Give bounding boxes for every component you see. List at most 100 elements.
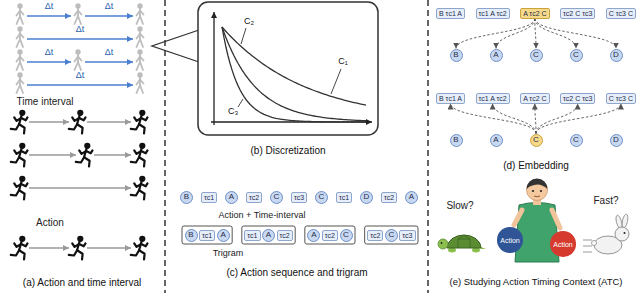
figure-limb	[131, 190, 139, 195]
figure-limb	[77, 124, 83, 133]
action-arrow	[87, 121, 131, 123]
node-text: A τc2 C	[523, 95, 546, 102]
running-figure	[76, 143, 93, 167]
delta-t-label: Δt	[76, 71, 85, 81]
figure-limb	[14, 183, 21, 186]
interval-box: C τc3 C	[606, 93, 636, 104]
figure-limb	[131, 250, 139, 255]
node-text: C	[573, 51, 579, 59]
node-text: C τc3 C	[609, 10, 633, 17]
figure-limb	[137, 16, 141, 24]
interval-box: τc2 C τc3	[560, 93, 595, 104]
node-text: τc1	[202, 232, 212, 239]
turtle-shell	[447, 235, 481, 248]
node-text: τc2 C τc3	[563, 95, 592, 102]
person-hair	[527, 179, 548, 190]
figure-limb	[140, 11, 144, 15]
action-circle: A	[405, 191, 418, 204]
node-text: τc1 A τc2	[479, 10, 507, 17]
embedding-connector	[496, 19, 535, 49]
figure-limb	[20, 80, 24, 84]
turtle-illustration	[438, 235, 486, 253]
action-arrow	[87, 247, 131, 249]
node-text: A	[493, 136, 498, 144]
curve-label: C₂	[244, 17, 254, 27]
action-circle: D	[610, 134, 623, 147]
curve-label: C₁	[338, 57, 348, 67]
figure-limb	[76, 157, 84, 162]
person-arm	[552, 210, 560, 228]
figure-limb	[139, 157, 145, 166]
interval-box: τc1	[336, 192, 352, 203]
figure-limb	[134, 183, 141, 186]
figure-limb	[134, 243, 141, 246]
running-figure	[131, 143, 148, 167]
action-circle: C	[385, 229, 398, 242]
node-text: C	[573, 136, 579, 144]
node-text: B	[453, 136, 458, 144]
figure-limb	[131, 124, 139, 129]
node-text: B	[453, 51, 458, 59]
row-label: Trigram	[213, 249, 244, 259]
rabbit-head	[615, 227, 629, 241]
figure-limb	[75, 62, 79, 70]
figure-limb	[140, 16, 143, 24]
node-text: D	[613, 51, 619, 59]
node-text: B	[188, 231, 193, 239]
action-arrow	[29, 154, 76, 156]
node-text: τc2	[384, 194, 394, 201]
person-eye	[532, 190, 534, 192]
running-figure	[11, 143, 28, 167]
speed-line	[583, 239, 592, 240]
node-text: τc2	[370, 232, 380, 239]
time-interval-arrow	[85, 61, 133, 63]
node-text: C	[319, 193, 325, 201]
action-circle: B	[450, 134, 463, 147]
action-circle: C	[570, 134, 583, 147]
running-figure	[131, 110, 148, 134]
action-arrow	[94, 154, 131, 156]
node-text: A τc2 C	[523, 10, 546, 17]
turtle-head	[438, 239, 448, 249]
figure-limb	[19, 124, 25, 133]
node-text: A	[311, 231, 316, 239]
figure-limb	[20, 34, 24, 38]
embedding-connector	[456, 19, 535, 49]
node-text: C	[388, 231, 394, 239]
interval-box: τc3	[399, 230, 415, 241]
action-circle: C	[270, 191, 283, 204]
figure-limb	[11, 157, 19, 162]
figure-limb	[20, 85, 23, 93]
node-text: C	[343, 231, 349, 239]
figure-limb	[69, 250, 77, 255]
figure-limb	[20, 62, 23, 70]
node-text: Action	[553, 241, 572, 248]
walking-figure	[137, 49, 144, 70]
time-interval-arrow	[27, 61, 71, 63]
figure-limb	[140, 34, 144, 38]
embedding-connector	[535, 104, 536, 134]
shell-pattern	[458, 236, 470, 249]
action-arrow	[29, 187, 131, 189]
panel-separator	[164, 0, 166, 293]
figure-limb	[139, 124, 145, 133]
callout-tail	[152, 30, 199, 62]
rabbit-illustration	[583, 214, 629, 254]
figure-limb	[134, 117, 141, 120]
plot-axis	[213, 12, 214, 125]
rabbit-tail	[592, 241, 597, 246]
figure-limb	[14, 243, 21, 246]
row-label: Time interval	[17, 96, 74, 107]
panel-caption: (b) Discretization	[250, 145, 325, 156]
turtle-eye	[441, 242, 443, 244]
node-text: D	[364, 193, 370, 201]
time-interval-arrow	[27, 38, 133, 40]
node-text: τc2	[325, 232, 335, 239]
figure-limb	[14, 150, 21, 153]
speech-label: Fast?	[593, 195, 618, 206]
decay-curve	[222, 27, 366, 122]
walking-figure	[137, 72, 144, 93]
delta-t-label: Δt	[76, 25, 85, 35]
row-label: Action + Time-interval	[219, 211, 306, 221]
node-text: τc2	[280, 232, 290, 239]
